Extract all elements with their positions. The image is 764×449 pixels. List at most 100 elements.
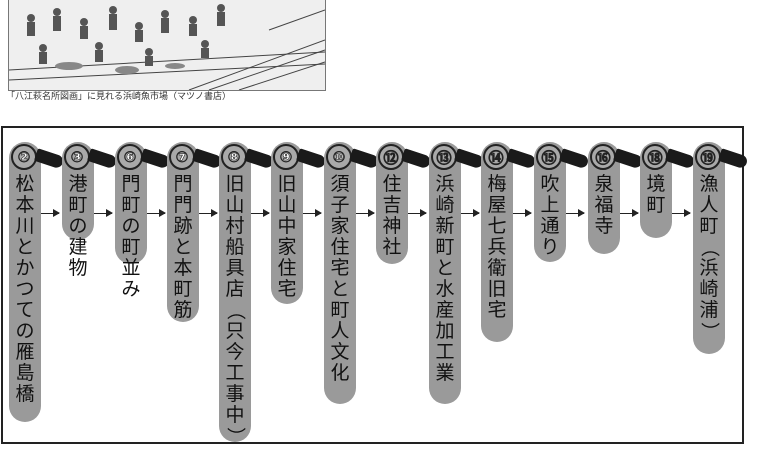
stop-label-char: 加 [435,320,455,342]
stop-number-badge: ⑦ [169,144,195,170]
stop-label-char: 店 [225,278,245,300]
stop-label-char: 吉 [382,194,402,216]
stop-label-char: と [330,278,350,300]
stop-label-char: と [173,236,193,258]
stop-label-char: 崎 [435,194,455,216]
stop-pill [693,142,725,354]
stop-pill [481,142,513,342]
stop-label-char: 上 [540,194,560,216]
stop-label: 漁人町（浜崎浦） [697,174,721,342]
stop-label-char: て [15,299,35,321]
stop-label-char: ） [698,321,721,341]
stop-label-char: 業 [435,362,455,384]
stop-label-char: 福 [594,194,614,216]
stop-label-char: 漁 [699,173,719,195]
stop-label-char: 山 [277,194,297,216]
stop-label-char: 本 [173,257,193,279]
stop-label-char: 浦 [699,299,719,321]
stop-label-char: 吹 [540,173,560,195]
fish-market-illustration [8,0,326,91]
route-arrow [620,209,639,217]
stop-label-char: 崎 [699,278,719,300]
stop-label-char: の [68,215,88,237]
stop-label-char: と [435,257,455,279]
stop-label-char: 建 [68,236,88,258]
stop-label-char: 宅 [277,278,297,300]
route-arrow [408,209,427,217]
route-arrow [41,209,60,217]
stop-label-char: 寺 [594,215,614,237]
stop-number-badge: ⑫ [378,144,404,170]
stop-label-char: 雁 [15,341,35,363]
stop-label-char: 只 [225,320,245,342]
stop-label: 門町の町並み [119,174,143,300]
stop-label-char: 町 [173,278,193,300]
stop-label: 須子家住宅と町人文化 [328,174,352,384]
stop-label-char: 今 [225,341,245,363]
stop-label-char: 宅 [487,299,507,321]
stop-label-char: 港 [68,173,88,195]
stop-label-char: 町 [68,194,88,216]
stop-number-badge: ② [11,144,37,170]
stop-label-char: 人 [699,194,719,216]
stop-label-char: と [15,236,35,258]
stop-label-char: 七 [487,215,507,237]
stop-label-char: か [15,257,35,279]
stop-number-badge: ⑭ [483,144,509,170]
stop-label-char: 文 [330,341,350,363]
stop-label-char: 門 [173,194,193,216]
stop-label-char: 事 [225,383,245,405]
stop-label-char: 家 [277,236,297,258]
stop-label-char: 筋 [173,299,193,321]
stop-pill [219,142,251,442]
stop-label-char: 中 [225,404,245,426]
stop-label-char: 泉 [594,173,614,195]
stop-number-badge: ⑥ [117,144,143,170]
stop-label-char: 町 [435,236,455,258]
stop-label: 旧山中家住宅 [275,174,299,300]
stop-label: 境町 [644,174,668,216]
stop-pill [9,142,41,422]
stop-label-char: み [121,278,141,300]
stop-label-char: 中 [277,215,297,237]
stop-label-char: 本 [15,194,35,216]
stop-label-char: 跡 [173,215,193,237]
stop-label: 泉福寺 [592,174,616,237]
route-arrow [147,209,166,217]
stop-label-char: 島 [15,362,35,384]
route-arrow [251,209,270,217]
stop-label-char: 川 [15,215,35,237]
stop-label-char: 旧 [277,173,297,195]
stop-number-badge: ⑱ [642,144,668,170]
stop-label-char: 屋 [487,194,507,216]
stop-label-char: 山 [225,194,245,216]
stop-label-char: 浜 [699,257,719,279]
stop-label-char: 具 [225,257,245,279]
stop-label-char: 旧 [487,278,507,300]
stop-number-badge: ⑮ [536,144,562,170]
stop-label-char: 子 [330,194,350,216]
stop-label-char: ） [224,426,247,446]
stop-number-badge: ⑯ [590,144,616,170]
stop-label-char: 兵 [487,236,507,258]
stop-pill [167,142,199,322]
route-arrow [672,209,691,217]
stop-label-char: 衛 [487,257,507,279]
stop-label: 港町の建物 [66,174,90,279]
stop-number-badge: ⑬ [431,144,457,170]
stop-label-char: 産 [435,299,455,321]
stop-pill [429,142,461,404]
stop-number-badge: ⑩ [326,144,352,170]
walking-route-panel: ② 松本川とかつての雁島橋 ③ 港町の建物 ⑥ 門町の町並み ⑦ 門門跡と本町筋… [1,126,749,447]
stop-label: 旧山村船具店（只今工事中） [223,174,247,447]
stop-label-char: 松 [15,173,35,195]
route-arrow [513,209,532,217]
stop-label-char: 工 [435,341,455,363]
stop-label-char: 町 [646,194,666,216]
stop-label-char: 家 [330,215,350,237]
illustration-caption: 「八江萩名所図画」に見れる浜崎魚市場（マツノ書店） [6,92,232,102]
stop-label-char: 新 [435,215,455,237]
stop-label-char: 船 [225,236,245,258]
stop-label-char: 通 [540,215,560,237]
stop-label-char: 村 [225,215,245,237]
